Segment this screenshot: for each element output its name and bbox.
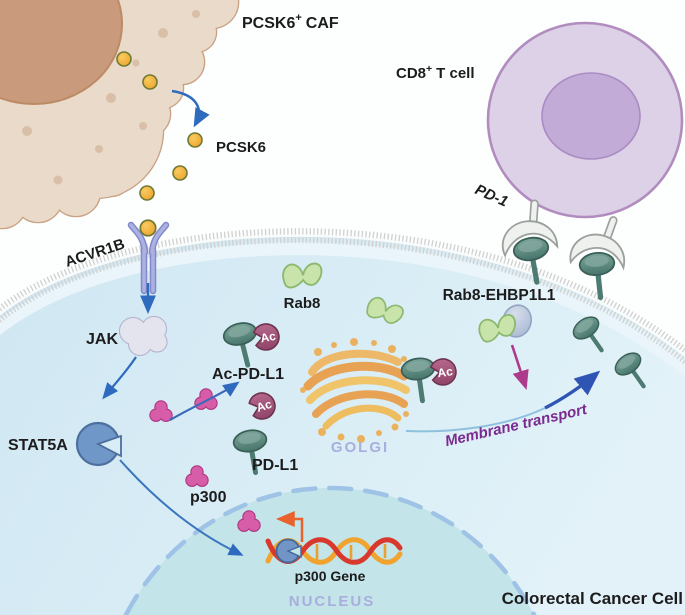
nuclear-envelope bbox=[123, 485, 537, 615]
caf-label: PCSK6+CAF bbox=[242, 12, 339, 32]
caf-granules bbox=[22, 10, 200, 185]
acvr1b-receptor bbox=[127, 219, 170, 295]
nucleus bbox=[123, 485, 537, 615]
arrow-p300-acetylation bbox=[169, 381, 240, 421]
svg-text:Ac: Ac bbox=[436, 364, 453, 380]
pcsk6-label: PCSK6 bbox=[216, 139, 266, 156]
ac-tag: Ac bbox=[429, 356, 459, 388]
svg-text:Ac: Ac bbox=[255, 397, 274, 415]
ac-pdl1-label: Ac-PD-L1 bbox=[212, 366, 284, 383]
nucleus-label: NUCLEUS bbox=[289, 593, 376, 610]
ac-pdl1-at-golgi: Ac bbox=[400, 356, 459, 403]
caf-nucleus bbox=[0, 0, 123, 105]
rab8-ehbp1l1-label: Rab8-EHBP1L1 bbox=[443, 287, 556, 304]
svg-text:Ac: Ac bbox=[259, 329, 277, 346]
stat5a-on-dna bbox=[275, 538, 302, 564]
cd8-t-cell bbox=[486, 21, 684, 219]
tcell-label: CD8+T cell bbox=[396, 63, 475, 82]
inner-membrane-band bbox=[0, 242, 685, 378]
rab8-label: Rab8 bbox=[284, 295, 321, 312]
cancer-cell-label: Colorectal Cancer Cell bbox=[502, 589, 683, 608]
caf-cell bbox=[0, 0, 240, 230]
arrow-stat5a-to-nucleus bbox=[119, 459, 244, 556]
p300-label: p300 bbox=[190, 489, 227, 506]
p300-gene-label: p300 Gene bbox=[295, 568, 366, 584]
ac-tag-free: Ac bbox=[246, 388, 280, 423]
dna-helix bbox=[237, 510, 403, 565]
rab8-ehbp1l1-complex bbox=[476, 304, 533, 344]
arrow-jak-to-stat5a bbox=[102, 356, 137, 400]
ac-pdl1-complex: Ac bbox=[221, 320, 282, 369]
golgi-label: GOLGI bbox=[331, 439, 389, 456]
golgi-vesicles bbox=[300, 338, 409, 443]
membrane-midline bbox=[0, 234, 685, 358]
pcsk6-vesicle bbox=[142, 74, 158, 90]
pcsk6-vesicle bbox=[187, 132, 203, 148]
transcription-arrow bbox=[276, 511, 304, 542]
ac-tag: Ac bbox=[251, 321, 282, 353]
pcsk6-ligand bbox=[139, 219, 157, 237]
arrow-membrane-transport-head bbox=[544, 370, 601, 410]
arrow-pcsk6-secretion bbox=[171, 89, 210, 128]
pcsk6-vesicle bbox=[139, 185, 155, 201]
jak-label: JAK bbox=[86, 331, 118, 348]
stat5a-label: STAT5A bbox=[8, 437, 68, 454]
arrow-membrane-transport-tail bbox=[405, 407, 546, 433]
pcsk6-vesicle bbox=[116, 51, 132, 67]
pcsk6-vesicle bbox=[172, 165, 188, 181]
nucleus-body bbox=[125, 488, 535, 615]
pdl1-label: PD-L1 bbox=[252, 457, 298, 474]
stat5a-protein bbox=[75, 421, 122, 467]
jak-protein bbox=[118, 315, 168, 357]
arrow-complex-to-transport bbox=[510, 344, 529, 390]
golgi-apparatus bbox=[300, 338, 410, 443]
tcell-nucleus bbox=[541, 72, 641, 160]
